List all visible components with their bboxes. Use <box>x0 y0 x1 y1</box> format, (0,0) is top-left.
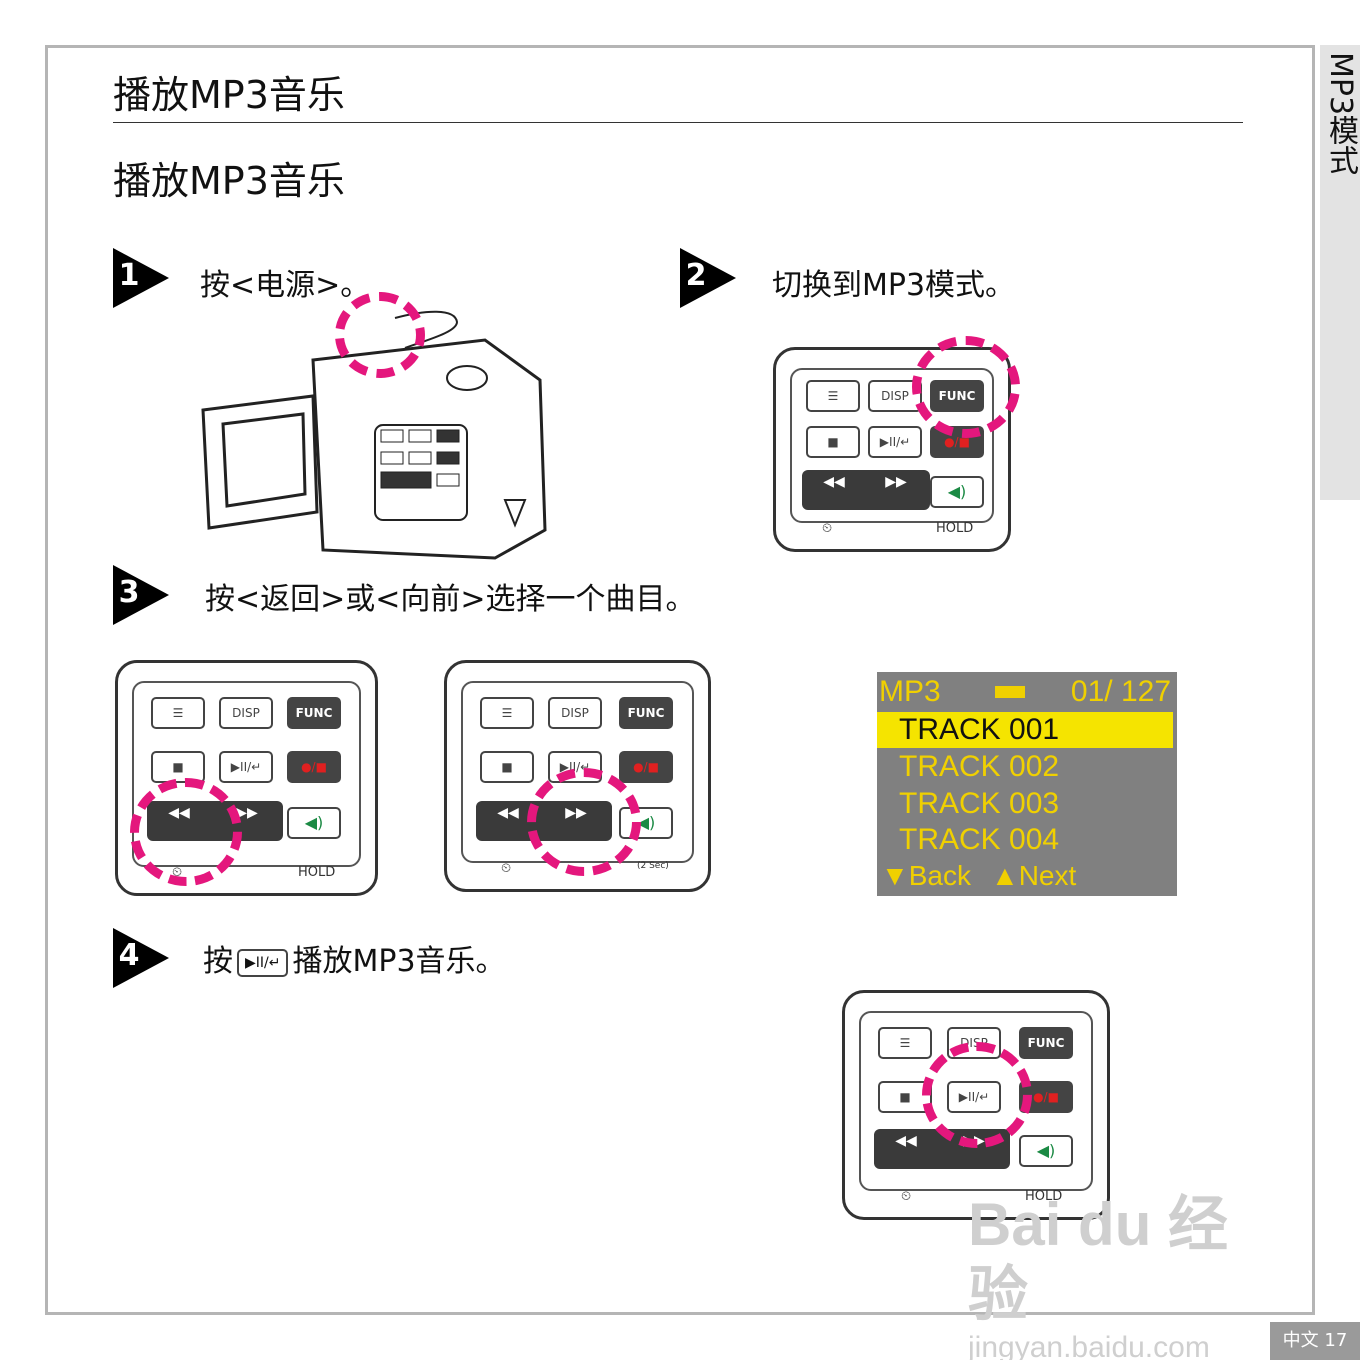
mode-label: MP3 <box>879 675 941 708</box>
step-4-text: 按▶II/↵播放MP3音乐。 <box>203 942 506 982</box>
hold-label: HOLD <box>1025 1189 1063 1204</box>
highlight-ring <box>922 1042 1032 1148</box>
step-4-prefix: 按 <box>203 944 233 979</box>
step-3-text: 按<返回>或<向前>选择一个曲目。 <box>205 582 696 617</box>
play-button[interactable]: ▶II/↵ <box>219 751 273 783</box>
section-tab <box>1320 45 1360 500</box>
keypad-frame <box>859 1011 1093 1191</box>
menu-button[interactable]: ☰ <box>480 697 534 729</box>
step-marker <box>113 565 169 625</box>
menu-button[interactable]: ☰ <box>151 697 205 729</box>
highlight-ring <box>527 768 641 876</box>
step-number: 4 <box>118 938 140 973</box>
record-button[interactable]: ●/■ <box>287 751 341 783</box>
rewind-button[interactable]: ◀◀ <box>497 805 519 821</box>
track-item[interactable]: TRACK 003 <box>899 787 1060 820</box>
step-4-suffix: 播放MP3音乐。 <box>292 944 506 979</box>
track-item[interactable]: TRACK 001 <box>877 712 1173 748</box>
step-1-text: 按<电源>。 <box>200 268 371 303</box>
step-marker <box>113 928 169 988</box>
volume-button[interactable]: ◀) <box>930 476 984 508</box>
page-title: 播放MP3音乐 <box>113 73 345 117</box>
keypad-frame <box>132 681 361 867</box>
stop-button[interactable]: ■ <box>480 751 534 783</box>
highlight-ring <box>130 778 242 886</box>
baidu-watermark: Bai du 经验 jingyan.baidu.com <box>968 1190 1278 1360</box>
play-button[interactable]: ▶II/↵ <box>868 426 922 458</box>
volume-button[interactable]: ◀) <box>1019 1135 1073 1167</box>
section-tab-label: MP3模式 <box>1323 52 1358 176</box>
keypad-footer: ⏲ (2 Sec) <box>487 861 678 883</box>
highlight-ring <box>912 336 1020 438</box>
stop-button[interactable]: ■ <box>806 426 860 458</box>
nav-cluster: ◀◀ ▶▶ <box>802 470 930 510</box>
volume-button[interactable]: ◀) <box>287 807 341 839</box>
step-2-text: 切换到MP3模式。 <box>772 268 1016 303</box>
menu-button[interactable]: ☰ <box>878 1027 932 1059</box>
step-number: 3 <box>118 575 140 610</box>
hold-label: HOLD <box>936 521 974 536</box>
timer-icon: ⏲ <box>901 1189 912 1204</box>
record-button[interactable]: ●/■ <box>619 751 673 783</box>
page-frame <box>45 45 1315 1315</box>
func-button[interactable]: FUNC <box>1019 1027 1073 1059</box>
step-marker <box>680 248 736 308</box>
step-number: 1 <box>118 258 140 293</box>
forward-button[interactable]: ▶▶ <box>236 805 258 821</box>
rewind-button[interactable]: ◀◀ <box>823 474 845 490</box>
menu-button[interactable]: ☰ <box>806 380 860 412</box>
disp-button[interactable]: DISP <box>548 697 602 729</box>
watermark-logo: Bai du 经验 <box>968 1191 1229 1328</box>
title-rule <box>113 122 1243 123</box>
keypad-footer: ⏲ HOLD <box>816 521 978 543</box>
track-item[interactable]: TRACK 002 <box>899 750 1060 783</box>
func-button[interactable]: FUNC <box>619 697 673 729</box>
step-marker <box>113 248 169 308</box>
inline-play-key: ▶II/↵ <box>237 948 289 977</box>
step-number: 2 <box>685 258 707 293</box>
back-hint: ▼Back <box>881 860 971 891</box>
track-counter: 01/ 127 <box>1070 675 1171 708</box>
func-button[interactable]: FUNC <box>287 697 341 729</box>
keypad-footer: ⏲ HOLD <box>885 1189 1077 1211</box>
screen-header: MP3 01/ 127 <box>877 672 1177 712</box>
mp3-screen: MP3 01/ 127 TRACK 001 TRACK 002 TRACK 00… <box>877 672 1177 896</box>
camcorder-illustration <box>201 310 547 560</box>
page-number: 中文 17 <box>1270 1322 1360 1360</box>
rewind-button[interactable]: ◀◀ <box>895 1133 917 1149</box>
timer-icon: ⏲ <box>822 521 833 536</box>
highlight-ring <box>335 292 425 378</box>
keypad-frame <box>790 368 994 523</box>
hold-note: (2 Sec) <box>637 861 669 871</box>
section-heading: 播放MP3音乐 <box>113 159 345 203</box>
screen-footer: ▼Back ▲Next <box>877 858 1177 894</box>
track-item[interactable]: TRACK 004 <box>899 823 1060 856</box>
battery-icon <box>995 686 1025 698</box>
hold-label: HOLD <box>298 865 336 880</box>
watermark-url: jingyan.baidu.com <box>968 1331 1210 1360</box>
timer-icon: ⏲ <box>501 861 512 876</box>
forward-button[interactable]: ▶▶ <box>885 474 907 490</box>
disp-button[interactable]: DISP <box>219 697 273 729</box>
next-hint: ▲Next <box>991 860 1077 891</box>
